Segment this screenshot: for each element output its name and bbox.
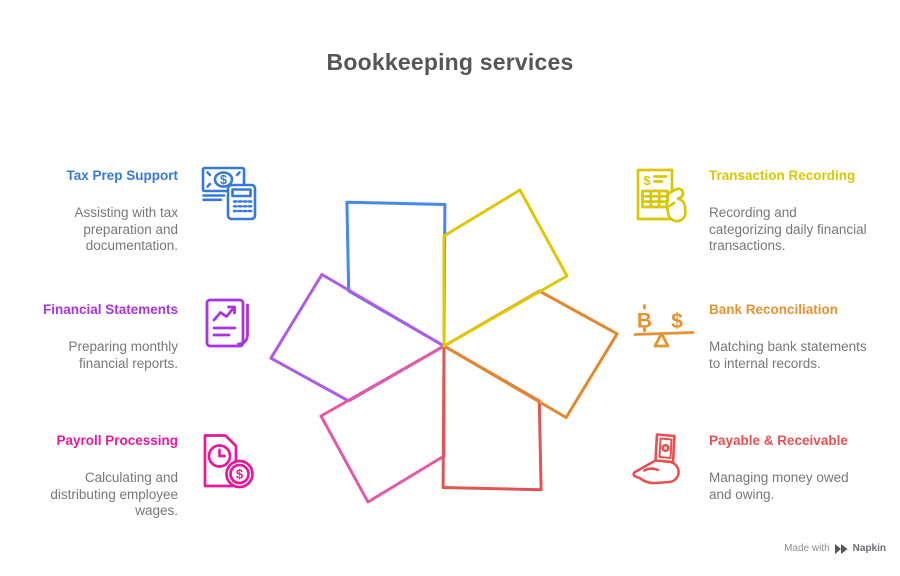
attribution-prefix: Made with [784, 543, 830, 554]
service-title: Tax Prep Support [66, 168, 178, 183]
service-title: Payable & Receivable [709, 433, 848, 448]
svg-text:$: $ [671, 310, 683, 333]
service-description: Matching bank statements to internal rec… [709, 339, 867, 371]
page-title: Bookkeeping services [326, 49, 574, 75]
svg-text:B: B [637, 310, 652, 333]
yellow-petal [442, 188, 569, 348]
service-item-bank-reconciliation: Bank Reconciliation Matching bank statem… [709, 302, 871, 372]
service-description: Recording and categorizing daily financi… [709, 205, 867, 253]
service-item-payroll-processing: Payroll Processing Calculating and distr… [28, 433, 178, 520]
service-title: Bank Reconciliation [709, 302, 839, 317]
svg-text:$: $ [643, 173, 651, 188]
service-description: Calculating and distributing employee wa… [50, 470, 178, 518]
service-title: Payroll Processing [56, 433, 178, 448]
red-petal [441, 344, 543, 492]
napkin-attribution[interactable]: Made with Napkin [784, 543, 886, 554]
napkin-logo-icon [834, 543, 848, 554]
service-item-financial-statements: Financial Statements Preparing monthly f… [28, 302, 178, 372]
service-description: Managing money owed and owing. [709, 470, 849, 502]
service-item-tax-prep: Tax Prep Support Assisting with tax prep… [28, 168, 178, 255]
svg-text:$: $ [220, 173, 227, 187]
service-description: Preparing monthly financial reports. [68, 339, 178, 371]
balance-scale-icon: B $ [633, 301, 695, 351]
purple-petal [269, 273, 446, 403]
service-title: Financial Statements [42, 302, 178, 317]
service-description: Assisting with tax preparation and docum… [74, 205, 178, 253]
blue-petal [345, 200, 447, 348]
payroll-clock-coin-icon: $ [200, 430, 258, 490]
svg-text:$: $ [236, 467, 244, 482]
service-item-payable-receivable: Payable & Receivable Managing money owed… [709, 433, 871, 503]
hand-money-icon [630, 429, 688, 487]
orange-petal [442, 289, 619, 419]
trend-report-icon [202, 296, 254, 352]
invoice-hand-icon: $ [633, 163, 691, 225]
service-title: Transaction Recording [709, 168, 856, 183]
service-item-transaction-recording: Transaction Recording Recording and cate… [709, 168, 871, 255]
pink-petal [319, 344, 446, 504]
money-calculator-icon: $ [200, 161, 258, 221]
attribution-brand: Napkin [852, 543, 886, 554]
pinwheel-diagram [269, 188, 619, 504]
